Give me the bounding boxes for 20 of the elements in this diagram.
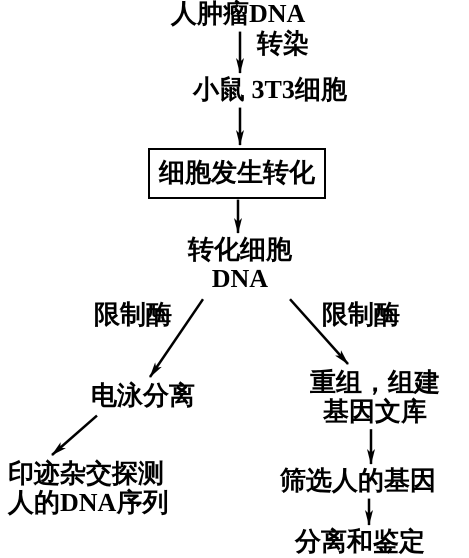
- step-text: 转化细胞DNA: [186, 236, 294, 294]
- edge-label: 限制酶: [322, 301, 400, 330]
- arrow: [236, 108, 244, 146]
- arrow: [365, 498, 373, 526]
- arrow: [367, 429, 375, 465]
- step-text: 印迹杂交探测人的DNA序列: [8, 460, 170, 518]
- arrow: [289, 298, 349, 365]
- arrow: [236, 32, 244, 74]
- edge-label: 转染: [257, 30, 309, 59]
- step-text: 重组，组建基因文库: [308, 369, 441, 426]
- process-box: [148, 148, 326, 199]
- step-text: 电泳分离: [91, 382, 195, 411]
- step-text: 分离和鉴定: [295, 528, 425, 557]
- arrow: [234, 200, 242, 234]
- step-text: 小鼠 3T3细胞: [193, 76, 347, 105]
- arrow: [51, 414, 98, 456]
- step-text: 筛选人的基因: [280, 467, 436, 496]
- arrow: [148, 298, 204, 378]
- box-label: 细胞发生转化: [159, 159, 315, 188]
- edge-label: 限制酶: [94, 301, 172, 330]
